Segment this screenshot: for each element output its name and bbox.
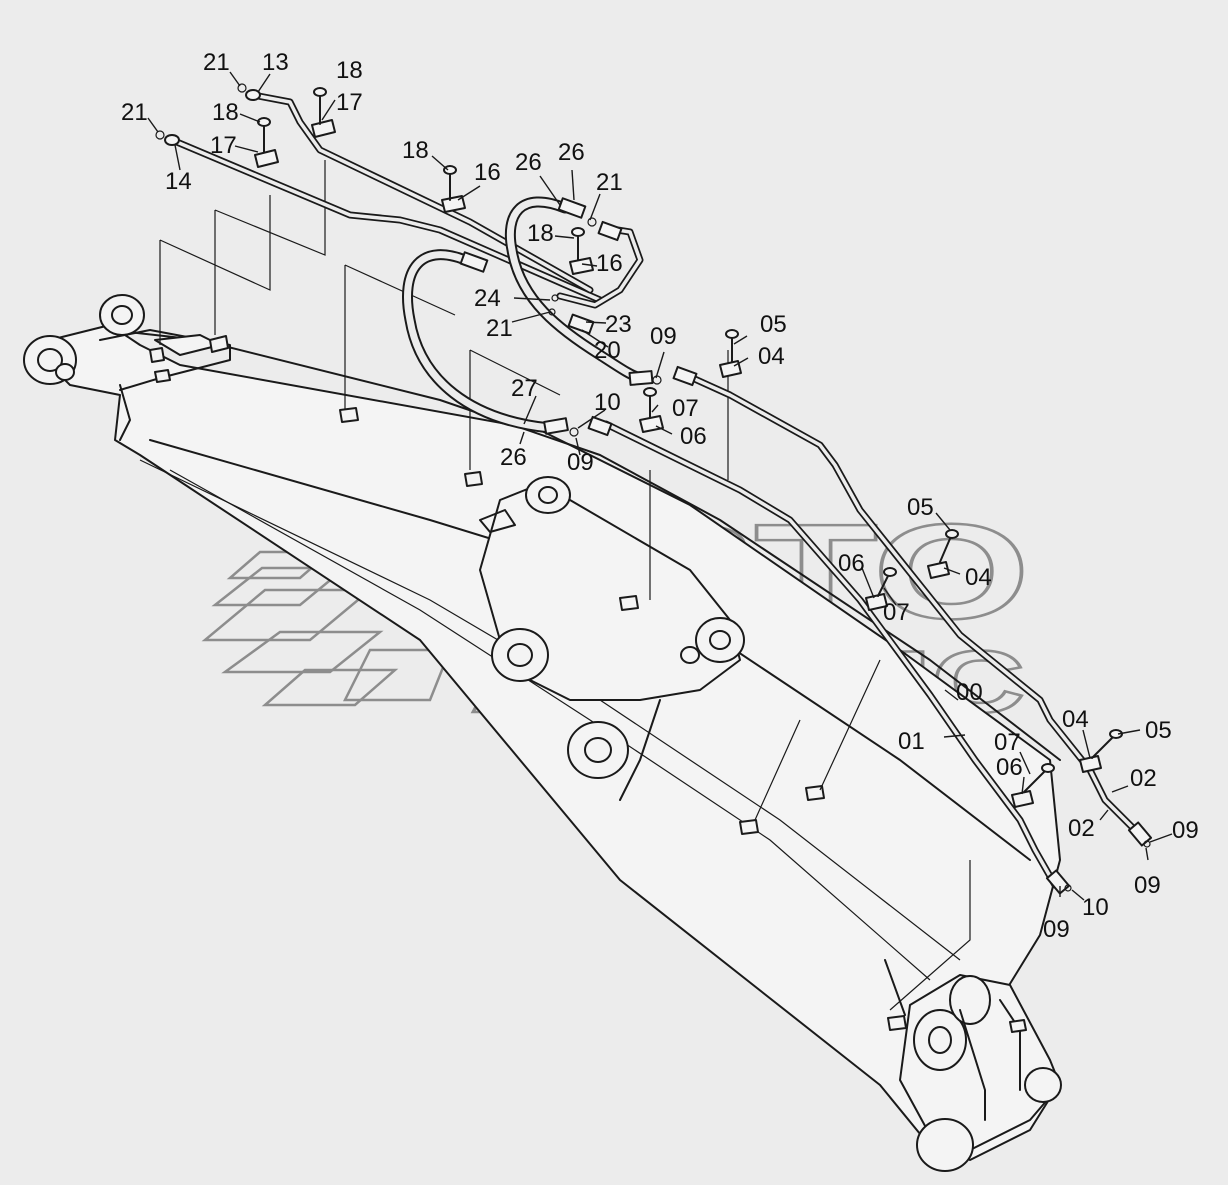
callout-26: 26 — [515, 149, 542, 176]
callout-27: 27 — [511, 375, 538, 402]
callout-06: 06 — [996, 754, 1023, 781]
callout-18: 18 — [402, 137, 429, 164]
callout-06: 06 — [680, 423, 707, 450]
callout-10: 10 — [594, 389, 621, 416]
callout-09: 09 — [1043, 916, 1070, 943]
callout-02: 02 — [1068, 815, 1095, 842]
callout-10: 10 — [1082, 894, 1109, 921]
hose-27 — [402, 249, 556, 434]
callout-07: 07 — [672, 395, 699, 422]
assembly-guides — [159, 160, 971, 1011]
leader-lines — [147, 71, 1173, 901]
callout-09: 09 — [1172, 817, 1199, 844]
callout-04: 04 — [965, 564, 992, 591]
callout-26: 26 — [558, 139, 585, 166]
callout-06: 06 — [838, 550, 865, 577]
callout-13: 13 — [262, 49, 289, 76]
boom-foot-pin — [23, 294, 231, 441]
callout-21: 21 — [486, 315, 513, 342]
callout-26: 26 — [500, 444, 527, 471]
boom-tip — [884, 959, 1062, 1172]
callout-24: 24 — [474, 285, 501, 312]
callout-05: 05 — [907, 494, 934, 521]
callout-01: 01 — [898, 728, 925, 755]
callout-02: 02 — [1130, 765, 1157, 792]
callout-20: 20 — [594, 337, 621, 364]
callout-18: 18 — [212, 99, 239, 126]
callout-21: 21 — [203, 49, 230, 76]
callout-21: 21 — [596, 169, 623, 196]
callout-18: 18 — [336, 57, 363, 84]
callout-05: 05 — [760, 311, 787, 338]
callout-04: 04 — [758, 343, 785, 370]
fittings — [164, 89, 1153, 895]
boom-structure — [23, 160, 1062, 1172]
cylinder-bracket — [479, 476, 745, 801]
callout-00: 00 — [956, 679, 983, 706]
callout-07: 07 — [883, 599, 910, 626]
callout-16: 16 — [596, 250, 623, 277]
clamps-and-bolts — [155, 83, 1151, 892]
clamp-pads — [149, 335, 1027, 1033]
callout-07: 07 — [994, 729, 1021, 756]
callout-18: 18 — [527, 220, 554, 247]
callout-21: 21 — [121, 99, 148, 126]
callout-04: 04 — [1062, 706, 1089, 733]
callout-09: 09 — [1134, 872, 1161, 899]
callout-labels: 21 13 18 21 18 17 17 14 18 16 26 26 21 1… — [121, 49, 1199, 943]
callout-09: 09 — [567, 449, 594, 476]
callout-17: 17 — [210, 132, 237, 159]
hydraulic-pipes — [155, 83, 1153, 895]
callout-09: 09 — [650, 323, 677, 350]
callout-17: 17 — [336, 89, 363, 116]
callout-16: 16 — [474, 159, 501, 186]
callout-05: 05 — [1145, 717, 1172, 744]
callout-14: 14 — [165, 168, 192, 195]
callout-23: 23 — [605, 311, 632, 338]
